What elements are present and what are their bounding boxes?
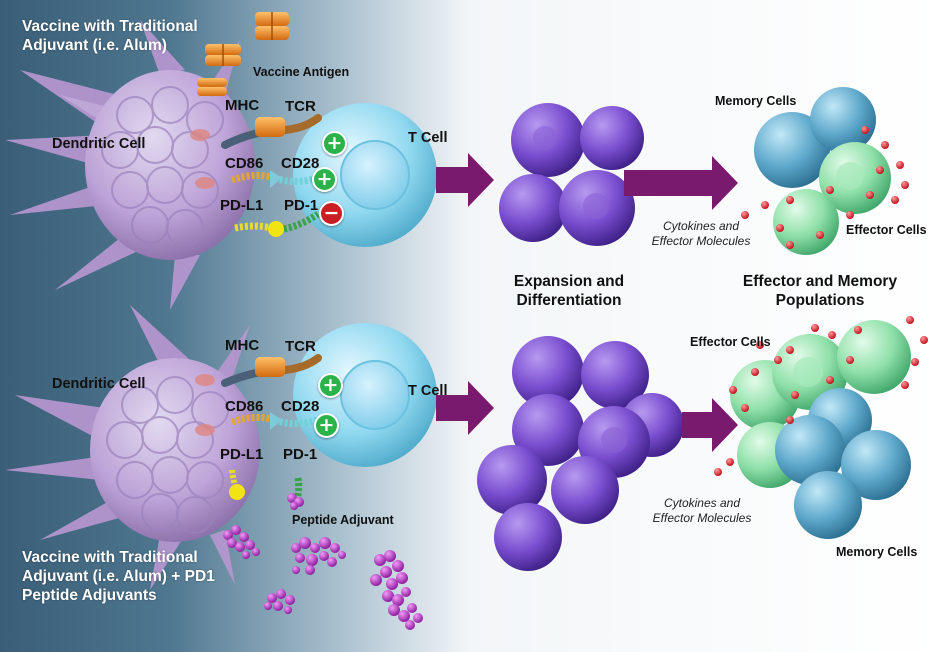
pd1-bottom-blocked [287, 477, 304, 510]
pdl1-pd1-pair-top [234, 211, 320, 237]
memory-cells-label-top: Memory Cells [715, 94, 797, 108]
t-cell-label-bottom: T Cell [408, 383, 448, 399]
cd28-label-top: CD28 [281, 155, 320, 172]
t-cell-label-top: T Cell [408, 130, 448, 146]
dendritic-cell-bottom [5, 305, 260, 590]
effector-cells-label-bottom: Effector Cells [690, 335, 771, 349]
mhc-label-bottom: MHC [225, 337, 260, 354]
tcr-label-top: TCR [285, 98, 316, 115]
cytokines-label-top: Cytokines and Effector Molecules [651, 219, 751, 248]
expanded-cells-bottom [477, 336, 684, 571]
dendritic-cell-label-top: Dendritic Cell [52, 136, 146, 152]
pd1-label-bottom: PD-1 [283, 446, 318, 463]
pd1-label-top: PD-1 [284, 197, 319, 214]
cd86-label-bottom: CD86 [225, 398, 264, 415]
costimulation-plus-icon-1: + [322, 131, 347, 156]
cd86-cd28-pair-bottom [230, 412, 320, 430]
cytokines-label-bottom: Cytokines and Effector Molecules [652, 496, 752, 525]
cd28-label-bottom: CD28 [281, 398, 320, 415]
peptide-adjuvant-icon [223, 525, 423, 630]
memory-cells-label-bottom: Memory Cells [836, 545, 918, 559]
dendritic-cell-top [5, 20, 255, 310]
tcr-label-bottom: TCR [285, 338, 316, 355]
effector-memory-label: Effector and Memory Populations [742, 273, 898, 309]
costimulation-plus-icon-4: + [314, 413, 339, 438]
cytokines-top [741, 126, 909, 249]
costimulation-plus-icon-2: + [312, 167, 337, 192]
expanded-cells-top [499, 103, 644, 246]
cd86-label-top: CD86 [225, 155, 264, 172]
vaccine-antigen-label: Vaccine Antigen [253, 65, 350, 79]
mhc-tcr-complex-top [221, 114, 322, 149]
pdl1-bottom [229, 469, 245, 500]
vaccine-antigen-icon [197, 12, 289, 96]
arrow-bottom-2 [682, 398, 738, 452]
costimulation-plus-icon-3: + [318, 373, 343, 398]
mhc-tcr-complex-bottom [221, 354, 322, 387]
pdl1-label-bottom: PD-L1 [220, 446, 264, 463]
cytokines-bottom [714, 316, 928, 476]
pdl1-label-top: PD-L1 [220, 197, 264, 214]
cd86-cd28-pair-top [230, 170, 320, 188]
dendritic-cell-label-bottom: Dendritic Cell [52, 376, 146, 392]
mhc-label-top: MHC [225, 97, 260, 114]
peptide-adjuvant-label: Peptide Adjuvant [292, 513, 394, 527]
inhibition-minus-icon: − [319, 201, 344, 226]
arrow-top-2 [624, 156, 738, 210]
expansion-label: Expansion and Differentiation [513, 273, 625, 309]
arrow-bottom-1 [436, 381, 494, 435]
bottom-panel-title: Vaccine with Traditional Adjuvant (i.e. … [22, 549, 215, 604]
effector-cells-label-top: Effector Cells [846, 223, 927, 237]
arrow-top-1 [436, 153, 494, 207]
top-panel-title: Vaccine with Traditional Adjuvant (i.e. … [22, 18, 198, 54]
